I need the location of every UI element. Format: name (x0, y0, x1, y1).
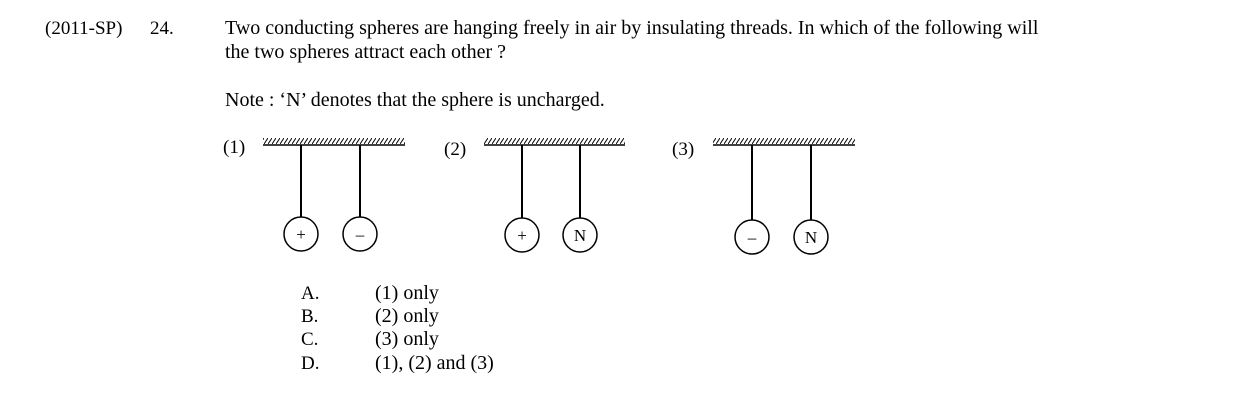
figure-2-left-sphere (504, 217, 540, 253)
option-b-letter: B. (301, 306, 319, 327)
figure-3-left-sphere-charge: – (747, 228, 757, 247)
figure-2-ceiling-hatch (484, 138, 625, 144)
figure-3-ceiling-hatch (713, 138, 855, 144)
option-c-letter: C. (301, 329, 319, 350)
question-source: (2011-SP) (45, 18, 123, 39)
figure-2-left-sphere-charge: + (517, 226, 527, 245)
question-text-line-1: Two conducting spheres are hanging freel… (225, 17, 1039, 39)
figure-3: – N (713, 138, 855, 255)
figure-1-label: (1) (223, 137, 246, 158)
option-d-letter: D. (301, 353, 320, 374)
figure-1-ceiling-hatch (263, 138, 405, 144)
question-text-line-2: the two spheres attract each other ? (225, 41, 506, 63)
figure-3-label: (3) (672, 139, 695, 160)
figure-1-left-sphere (283, 216, 319, 252)
figure-1-right-sphere-charge: – (355, 225, 365, 244)
question-note: Note : ‘N’ denotes that the sphere is un… (225, 89, 605, 111)
figure-3-right-sphere (793, 219, 829, 255)
option-a-letter: A. (301, 283, 320, 304)
option-b-text: (2) only (375, 305, 439, 327)
figure-2-right-sphere (562, 217, 598, 253)
figure-2: + N (484, 138, 625, 253)
option-c-text: (3) only (375, 328, 439, 350)
figure-2-right-sphere-charge: N (574, 226, 586, 245)
option-a-text: (1) only (375, 282, 439, 304)
figure-2-label: (2) (444, 139, 467, 160)
option-d-text: (1), (2) and (3) (375, 352, 494, 374)
figure-3-right-sphere-charge: N (805, 228, 817, 247)
figure-1: + – (263, 138, 405, 252)
figure-1-right-sphere (342, 216, 378, 252)
figure-3-left-sphere (734, 219, 770, 255)
question-number: 24. (150, 18, 174, 39)
figure-1-left-sphere-charge: + (296, 225, 306, 244)
